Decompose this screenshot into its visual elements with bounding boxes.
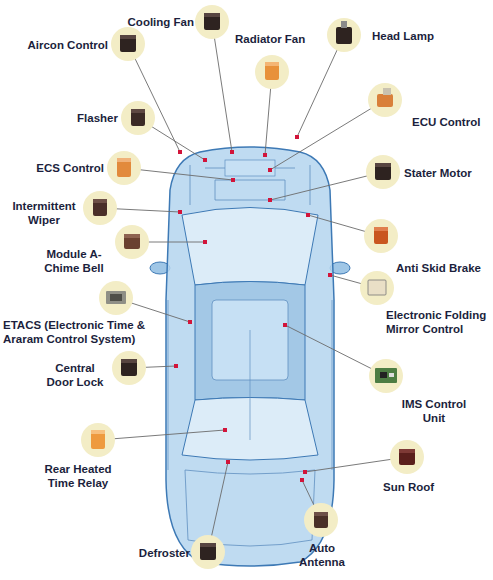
part-label: Defroster	[128, 546, 190, 560]
part-label: Sun Roof	[383, 480, 443, 494]
part-label: Stater Motor	[404, 166, 489, 180]
part-label: Electronic Folding Mirror Control	[386, 308, 490, 336]
location-dots	[174, 135, 332, 482]
car-body	[150, 147, 350, 566]
relay-icons	[81, 5, 424, 569]
part-label: Anti Skid Brake	[396, 261, 488, 275]
part-label: Cooling Fan	[124, 15, 194, 29]
part-label: ECS Control	[30, 161, 104, 175]
part-label: Rear Heated Time Relay	[38, 462, 118, 490]
part-label: Auto Antenna	[294, 541, 350, 569]
part-label: Central Door Lock	[42, 361, 108, 389]
part-label: Flasher	[70, 111, 118, 125]
part-label: ECU Control	[412, 115, 490, 129]
part-label: IMS Control Unit	[392, 397, 476, 425]
part-label: ETACS (Electronic Time & Araram Control …	[3, 318, 153, 346]
leader-lines	[98, 22, 407, 552]
part-label: Module A-Chime Bell	[34, 247, 114, 275]
part-label: Intermittent Wiper	[6, 199, 82, 227]
part-label: Radiator Fan	[235, 32, 315, 46]
part-label: Head Lamp	[372, 29, 452, 43]
part-label: Aircon Control	[26, 38, 108, 52]
